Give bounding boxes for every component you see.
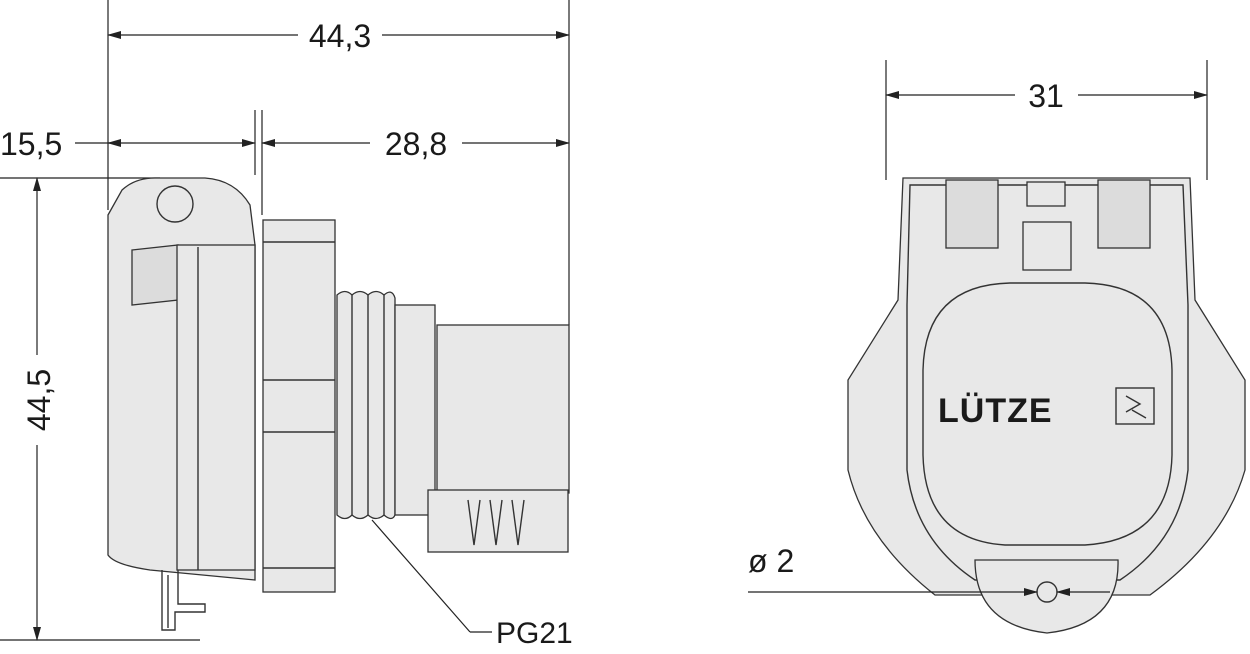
cap-length-label: 15,5	[0, 126, 62, 162]
thread-label: PG21	[496, 617, 573, 649]
front-view	[847, 60, 1246, 634]
width-label: 31	[1028, 78, 1064, 114]
body-length-label: 28,8	[385, 126, 447, 162]
side-view	[0, 0, 570, 641]
dim-cap-length: 15,5	[0, 126, 256, 162]
dim-overall-length: 44,3	[107, 18, 570, 54]
height-label: 44,5	[21, 369, 57, 431]
brand-logo-text: LÜTZE	[938, 392, 1053, 430]
dim-height: 44,5	[21, 177, 57, 641]
dim-width: 31	[885, 78, 1208, 114]
overall-length-label: 44,3	[309, 18, 371, 54]
dim-hole-diameter: ø 2	[748, 543, 1110, 596]
hole-diameter-label: ø 2	[748, 543, 794, 579]
dim-body-length: 28,8	[261, 126, 570, 162]
